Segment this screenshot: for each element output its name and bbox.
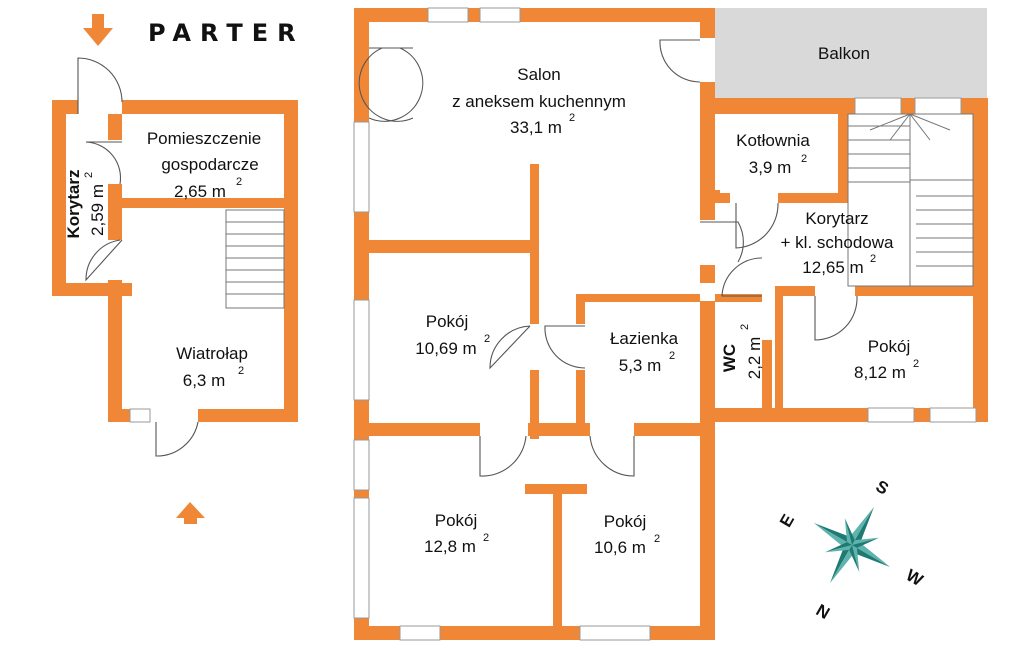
doors	[358, 39, 858, 477]
room-area: 2,65 m	[174, 182, 226, 201]
room-name: Pomieszczenie	[147, 129, 261, 148]
room-wiatrolap: Wiatrołap 6,3 m 2	[176, 344, 248, 390]
room-kotlownia: Kotłownia 3,9 m 2	[736, 131, 810, 177]
room-pokoj-4: Pokój 10,6 m 2	[594, 512, 660, 557]
compass-n-label: N	[813, 600, 833, 623]
annex-stairs	[225, 209, 285, 309]
room-name: Pokój	[426, 312, 469, 331]
room-korytarz-boczny: Korytarz 2,59 m 2	[64, 170, 107, 239]
room-pokoj-3: Pokój 12,8 m 2	[424, 511, 489, 556]
room-area-sup: 2	[913, 358, 919, 370]
room-name: Pokój	[604, 512, 647, 531]
room-korytarz-schody: Korytarz + kl. schodowa 12,65 m 2	[781, 209, 894, 277]
windows	[353, 7, 977, 641]
room-area-sup: 2	[870, 253, 876, 265]
room-name: Łazienka	[610, 329, 679, 348]
compass-e-label: E	[776, 511, 798, 530]
entrance-arrow-bottom-icon	[176, 502, 205, 524]
room-name: Salon	[517, 65, 560, 84]
annex-walls	[52, 100, 298, 422]
room-area-sup: 2	[801, 153, 807, 165]
room-name: Pokój	[868, 337, 911, 356]
door-arc	[85, 239, 123, 282]
room-name-line2: + kl. schodowa	[781, 233, 894, 252]
room-name: Wiatrołap	[176, 344, 248, 363]
compass-w-label: W	[903, 565, 927, 590]
balcony-label: Balkon	[818, 44, 870, 63]
room-name: Pokój	[435, 511, 478, 530]
room-area: 5,3 m	[619, 356, 662, 375]
room-area-sup: 2	[484, 333, 490, 345]
room-area-sup: 2	[238, 365, 244, 377]
room-area-sup: 2	[483, 532, 489, 544]
room-name: Korytarz	[805, 209, 868, 228]
room-name: Korytarz	[64, 170, 83, 239]
room-pokoj-1: Pokój 10,69 m 2	[415, 312, 490, 358]
room-name-line2: z aneksem kuchennym	[452, 92, 626, 111]
floor-title: PARTER	[148, 19, 305, 47]
room-name-line2: gospodarcze	[161, 155, 258, 174]
room-pomieszczenie: Pomieszczenie gospodarcze 2,65 m 2	[147, 129, 261, 201]
room-name: WC	[720, 344, 739, 372]
room-area: 6,3 m	[183, 371, 226, 390]
room-wc: WC 2,2 m 2	[720, 324, 764, 379]
door-arc	[155, 421, 199, 457]
room-area: 2,2 m	[745, 337, 764, 380]
room-area: 10,6 m	[594, 538, 646, 557]
room-area: 2,59 m	[88, 184, 107, 236]
door-arc	[77, 57, 123, 114]
room-lazienka: Łazienka 5,3 m 2	[610, 329, 679, 375]
door-arc	[85, 141, 122, 185]
room-area-sup: 2	[654, 533, 660, 545]
balcony-area	[715, 8, 987, 98]
room-area-sup: 2	[739, 324, 751, 330]
entrance-arrow-top-icon	[83, 14, 113, 46]
room-area: 12,8 m	[424, 537, 476, 556]
room-area-sup: 2	[236, 176, 242, 188]
room-name: Kotłownia	[736, 131, 810, 150]
room-salon: Salon z aneksem kuchennym 33,1 m 2	[452, 65, 626, 137]
room-pokoj-2: Pokój 8,12 m 2	[854, 337, 919, 382]
room-area: 3,9 m	[749, 158, 792, 177]
room-area: 8,12 m	[854, 363, 906, 382]
main-stairs	[847, 113, 974, 287]
compass-s-label: S	[873, 476, 892, 498]
room-area: 12,65 m	[802, 258, 863, 277]
room-area-sup: 2	[83, 172, 95, 178]
compass-rose-icon	[813, 506, 891, 584]
room-area-sup: 2	[669, 350, 675, 362]
room-area-sup: 2	[569, 112, 575, 124]
room-area: 33,1 m	[510, 118, 562, 137]
room-area: 10,69 m	[415, 339, 476, 358]
